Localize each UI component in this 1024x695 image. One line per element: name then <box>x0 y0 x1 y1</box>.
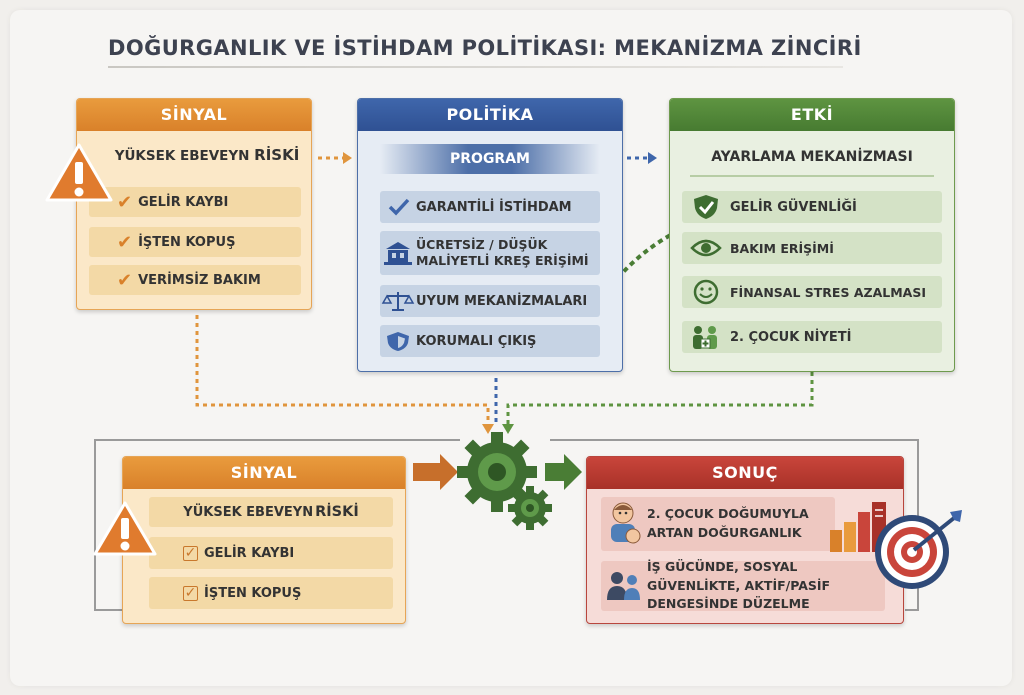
item-label: GELİR GÜVENLİĞİ <box>730 199 857 215</box>
risk-emphasis: RİSKİ <box>254 146 300 164</box>
family-icon <box>693 326 717 349</box>
divider <box>690 175 934 177</box>
list-item: ✔ VERİMSİZ BAKIM <box>89 265 301 295</box>
item-label: VERİMSİZ BAKIM <box>138 272 261 288</box>
item-label: 2. ÇOCUK NİYETİ <box>730 329 852 345</box>
check-icon: ✔ <box>117 231 133 253</box>
item-label: GELİR KAYBI <box>138 194 229 210</box>
check-icon <box>388 198 410 216</box>
check-icon: ✔ <box>117 269 133 291</box>
signal-gear-arrowhead <box>482 424 494 434</box>
effect-subheading: AYARLAMA MEKANİZMASI <box>711 149 913 165</box>
check-icon: ✔ <box>117 191 133 213</box>
signal-policy-arrowhead <box>343 152 352 164</box>
effect-gear-connector <box>506 372 814 425</box>
title-underline <box>108 66 843 68</box>
target-icon <box>875 510 962 589</box>
policy-panel: POLİTİKA PROGRAM GARANTİLİ İSTİHDAM ÜCRE… <box>357 98 623 372</box>
risk-heading: YÜKSEK EBEVEYN RİSKİ <box>107 146 307 164</box>
shield-icon <box>387 332 409 351</box>
list-item: ✔ İŞTEN KOPUŞ <box>89 227 301 257</box>
signal-to-gear-arrow <box>413 454 458 490</box>
effect-header: ETKİ <box>670 99 954 131</box>
item-label: İŞ GÜCÜNDE, SOSYAL GÜVENLİKTE, AKTİF/PAS… <box>647 558 831 612</box>
smiley-icon <box>693 279 719 305</box>
result-header: SONUÇ <box>587 457 903 489</box>
scale-icon <box>381 292 415 311</box>
risk-prefix: YÜKSEK EBEVEYN <box>114 148 255 164</box>
effect-panel: ETKİ AYARLAMA MEKANİZMASI GELİR GÜVENLİĞ… <box>669 98 955 372</box>
signal-gear-connector <box>195 315 490 425</box>
policy-header: POLİTİKA <box>358 99 622 131</box>
signal-header: SİNYAL <box>123 457 405 489</box>
warning-icon <box>93 501 157 556</box>
checkbox-icon: ✓ <box>183 584 198 601</box>
item-label: 2. ÇOCUK DOĞUMUYLA ARTAN DOĞURGANLIK <box>647 506 809 540</box>
policy-item: GARANTİLİ İSTİHDAM <box>380 191 600 223</box>
item-label: ÜCRETSİZ / DÜŞÜK MALİYETLİ KREŞ ERİŞİMİ <box>416 236 589 268</box>
effect-gear-arrowhead <box>502 424 514 434</box>
signal-header: SİNYAL <box>77 99 311 131</box>
shield-check-icon <box>694 195 718 219</box>
warning-icon <box>45 143 113 202</box>
risk-emphasis: RİSKİ <box>315 504 359 520</box>
effect-item: FİNANSAL STRES AZALMASI <box>682 276 942 308</box>
item-label: GARANTİLİ İSTİHDAM <box>416 199 572 215</box>
policy-item: KORUMALI ÇIKIŞ <box>380 325 600 357</box>
result-item: İŞ GÜCÜNDE, SOSYAL GÜVENLİKTE, AKTİF/PAS… <box>601 558 885 612</box>
item-label: İŞTEN KOPUŞ <box>204 585 302 601</box>
risk-heading: YÜKSEK EBEVEYN RİSKİ <box>149 497 393 527</box>
item-label: BAKIM ERİŞİMİ <box>730 240 834 256</box>
risk-prefix: YÜKSEK EBEVEYN <box>183 504 314 520</box>
program-band: PROGRAM <box>380 144 600 174</box>
gear-to-result-arrow <box>545 454 582 490</box>
page-title: DOĞURGANLIK VE İSTİHDAM POLİTİKASI: MEKA… <box>108 36 862 60</box>
small-gear-icon <box>508 486 552 530</box>
item-label: KORUMALI ÇIKIŞ <box>416 333 537 349</box>
baby-icon <box>611 502 641 544</box>
effect-item: 2. ÇOCUK NİYETİ <box>682 321 942 353</box>
item-label: FİNANSAL STRES AZALMASI <box>730 284 926 300</box>
item-label: GELİR KAYBI <box>204 545 295 561</box>
list-item: ✔ GELİR KAYBI <box>89 187 301 217</box>
checkbox-icon: ✓ <box>183 544 198 561</box>
building-icon <box>384 242 412 265</box>
signal-panel-bottom: SİNYAL YÜKSEK EBEVEYN RİSKİ ✓ GELİR KAYBI… <box>122 456 406 624</box>
item-label: İŞTEN KOPUŞ <box>138 234 236 250</box>
people-icon <box>607 572 640 600</box>
result-item: 2. ÇOCUK DOĞUMUYLA ARTAN DOĞURGANLIK <box>601 497 835 551</box>
item-label: UYUM MEKANİZMALARI <box>416 293 588 309</box>
signal-panel-top: SİNYAL YÜKSEK EBEVEYN RİSKİ ✔ GELİR KAYBI… <box>76 98 312 310</box>
policy-item: UYUM MEKANİZMALARI <box>380 285 600 317</box>
effect-item: GELİR GÜVENLİĞİ <box>682 191 942 223</box>
list-item: ✓ İŞTEN KOPUŞ <box>149 577 393 609</box>
policy-effect-arrowhead <box>648 152 657 164</box>
eye-icon <box>690 239 722 257</box>
policy-item: ÜCRETSİZ / DÜŞÜK MALİYETLİ KREŞ ERİŞİMİ <box>380 231 600 275</box>
list-item: ✓ GELİR KAYBI <box>149 537 393 569</box>
effect-item: BAKIM ERİŞİMİ <box>682 232 942 264</box>
